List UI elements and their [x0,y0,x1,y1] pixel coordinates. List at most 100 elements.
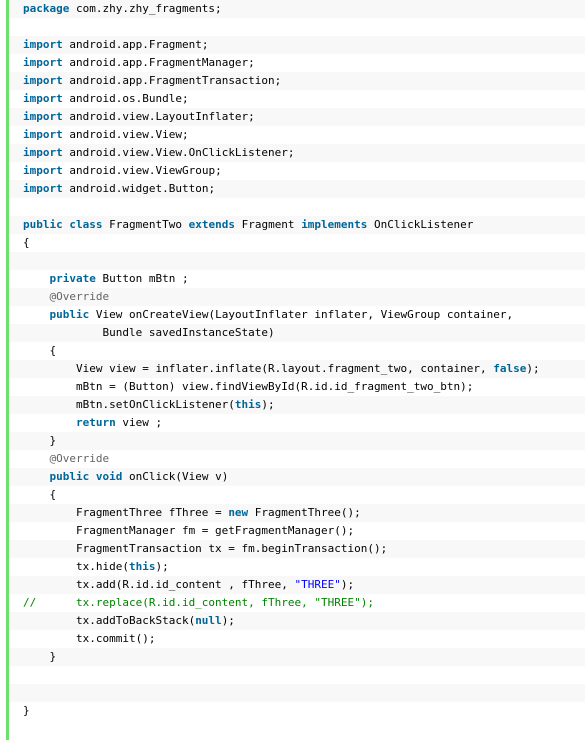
code-token: public [49,308,90,321]
code-line: mBtn = (Button) view.findViewById(R.id.i… [9,378,585,396]
code-line: tx.hide(this); [9,558,585,576]
code-line: } [9,648,585,666]
code-token [23,272,50,285]
code-line: FragmentThree fThree = new FragmentThree… [9,504,585,522]
code-token [23,290,50,303]
code-line: import android.os.Bundle; [9,90,585,108]
code-line: public View onCreateView(LayoutInflater … [9,306,585,324]
code-token [23,416,76,429]
code-token: public [23,218,63,231]
code-line: FragmentTransaction tx = fm.beginTransac… [9,540,585,558]
code-token: FragmentThree fThree = [23,506,229,519]
code-line: ​ [9,666,585,684]
code-token: android.view.View.OnClickListener; [62,146,295,159]
code-line: ​ [9,18,585,36]
code-token: Fragment [234,218,302,231]
code-token: import [23,92,63,105]
code-line: package com.zhy.zhy_fragments; [9,0,585,18]
code-token: FragmentThree(); [248,506,361,519]
code-token: private [49,272,96,285]
code-line: ​ [9,252,585,270]
code-line: import android.view.LayoutInflater; [9,108,585,126]
code-line: FragmentManager fm = getFragmentManager(… [9,522,585,540]
code-line: // tx.replace(R.id.id_content, fThree, "… [9,594,585,612]
code-token: class [69,218,103,231]
code-token: android.view.ViewGroup; [62,164,222,177]
code-line: import android.view.View.OnClickListener… [9,144,585,162]
code-token: mBtn.setOnClickListener( [23,398,235,411]
code-token: import [23,74,63,87]
code-token: View view = inflater.inflate(R.layout.fr… [23,362,494,375]
code-token: new [228,506,249,519]
code-token: import [23,38,63,51]
code-token [89,470,96,483]
code-token: // tx.replace(R.id.id_content, fThree, "… [23,596,374,609]
code-token: @Override [49,290,110,303]
code-token: tx.hide( [23,560,129,573]
code-token: import [23,128,63,141]
code-token: android.view.LayoutInflater; [62,110,255,123]
code-line: } [9,702,585,720]
code-token: { [23,344,57,357]
code-line: mBtn.setOnClickListener(this); [9,396,585,414]
code-token: ); [340,578,355,591]
code-token: ); [526,362,540,375]
code-line: return view ; [9,414,585,432]
code-token: ); [155,560,169,573]
code-line: { [9,342,585,360]
code-token [23,470,50,483]
code-line: ​ [9,684,585,702]
code-token: return [75,416,116,429]
code-token: null [195,614,222,627]
code-token: FragmentManager fm = getFragmentManager(… [23,524,355,537]
code-line: import android.app.Fragment; [9,36,585,54]
code-line: import android.widget.Button; [9,180,585,198]
code-token: implements [301,218,368,231]
code-token: ); [221,614,235,627]
code-token: android.app.FragmentTransaction; [62,74,282,87]
code-token: } [23,434,57,447]
code-token: package [23,2,70,15]
code-token: FragmentTransaction tx = fm.beginTransac… [23,542,388,555]
code-token: import [23,56,63,69]
code-line: } [9,432,585,450]
code-line: public void onClick(View v) [9,468,585,486]
code-token: mBtn = (Button) view.findViewById(R.id.i… [23,380,474,393]
code-token: this [234,398,262,411]
code-token: tx.addToBackStack( [23,614,196,627]
code-token: android.app.Fragment; [62,38,209,51]
code-token: { [23,488,57,501]
code-token: extends [188,218,235,231]
code-line: ​ [9,198,585,216]
code-token: import [23,146,63,159]
code-token: { [23,236,30,249]
code-token: android.app.FragmentManager; [62,56,255,69]
code-token: import [23,164,63,177]
code-line: @Override [9,288,585,306]
code-token: void [95,470,123,483]
code-line: private Button mBtn ; [9,270,585,288]
code-token: android.view.View; [62,128,189,141]
code-token [23,452,50,465]
code-line: View view = inflater.inflate(R.layout.fr… [9,360,585,378]
code-line: { [9,234,585,252]
code-line: Bundle savedInstanceState) [9,324,585,342]
code-line: import android.view.ViewGroup; [9,162,585,180]
code-token: Bundle savedInstanceState) [23,326,275,339]
code-token: import [23,110,63,123]
code-line: public class FragmentTwo extends Fragmen… [9,216,585,234]
code-token: this [128,560,156,573]
code-token: view ; [115,416,163,429]
code-token: ); [261,398,275,411]
code-token: tx.commit(); [23,632,156,645]
code-token: public [49,470,90,483]
code-line: tx.addToBackStack(null); [9,612,585,630]
code-token: View onCreateView(LayoutInflater inflate… [89,308,514,321]
code-token: "THREE" [294,578,341,591]
code-token: FragmentTwo [102,218,189,231]
code-line: import android.app.FragmentTransaction; [9,72,585,90]
code-token: @Override [49,452,110,465]
code-token: } [23,704,30,717]
code-token: onClick(View v) [122,470,229,483]
code-token [23,308,50,321]
